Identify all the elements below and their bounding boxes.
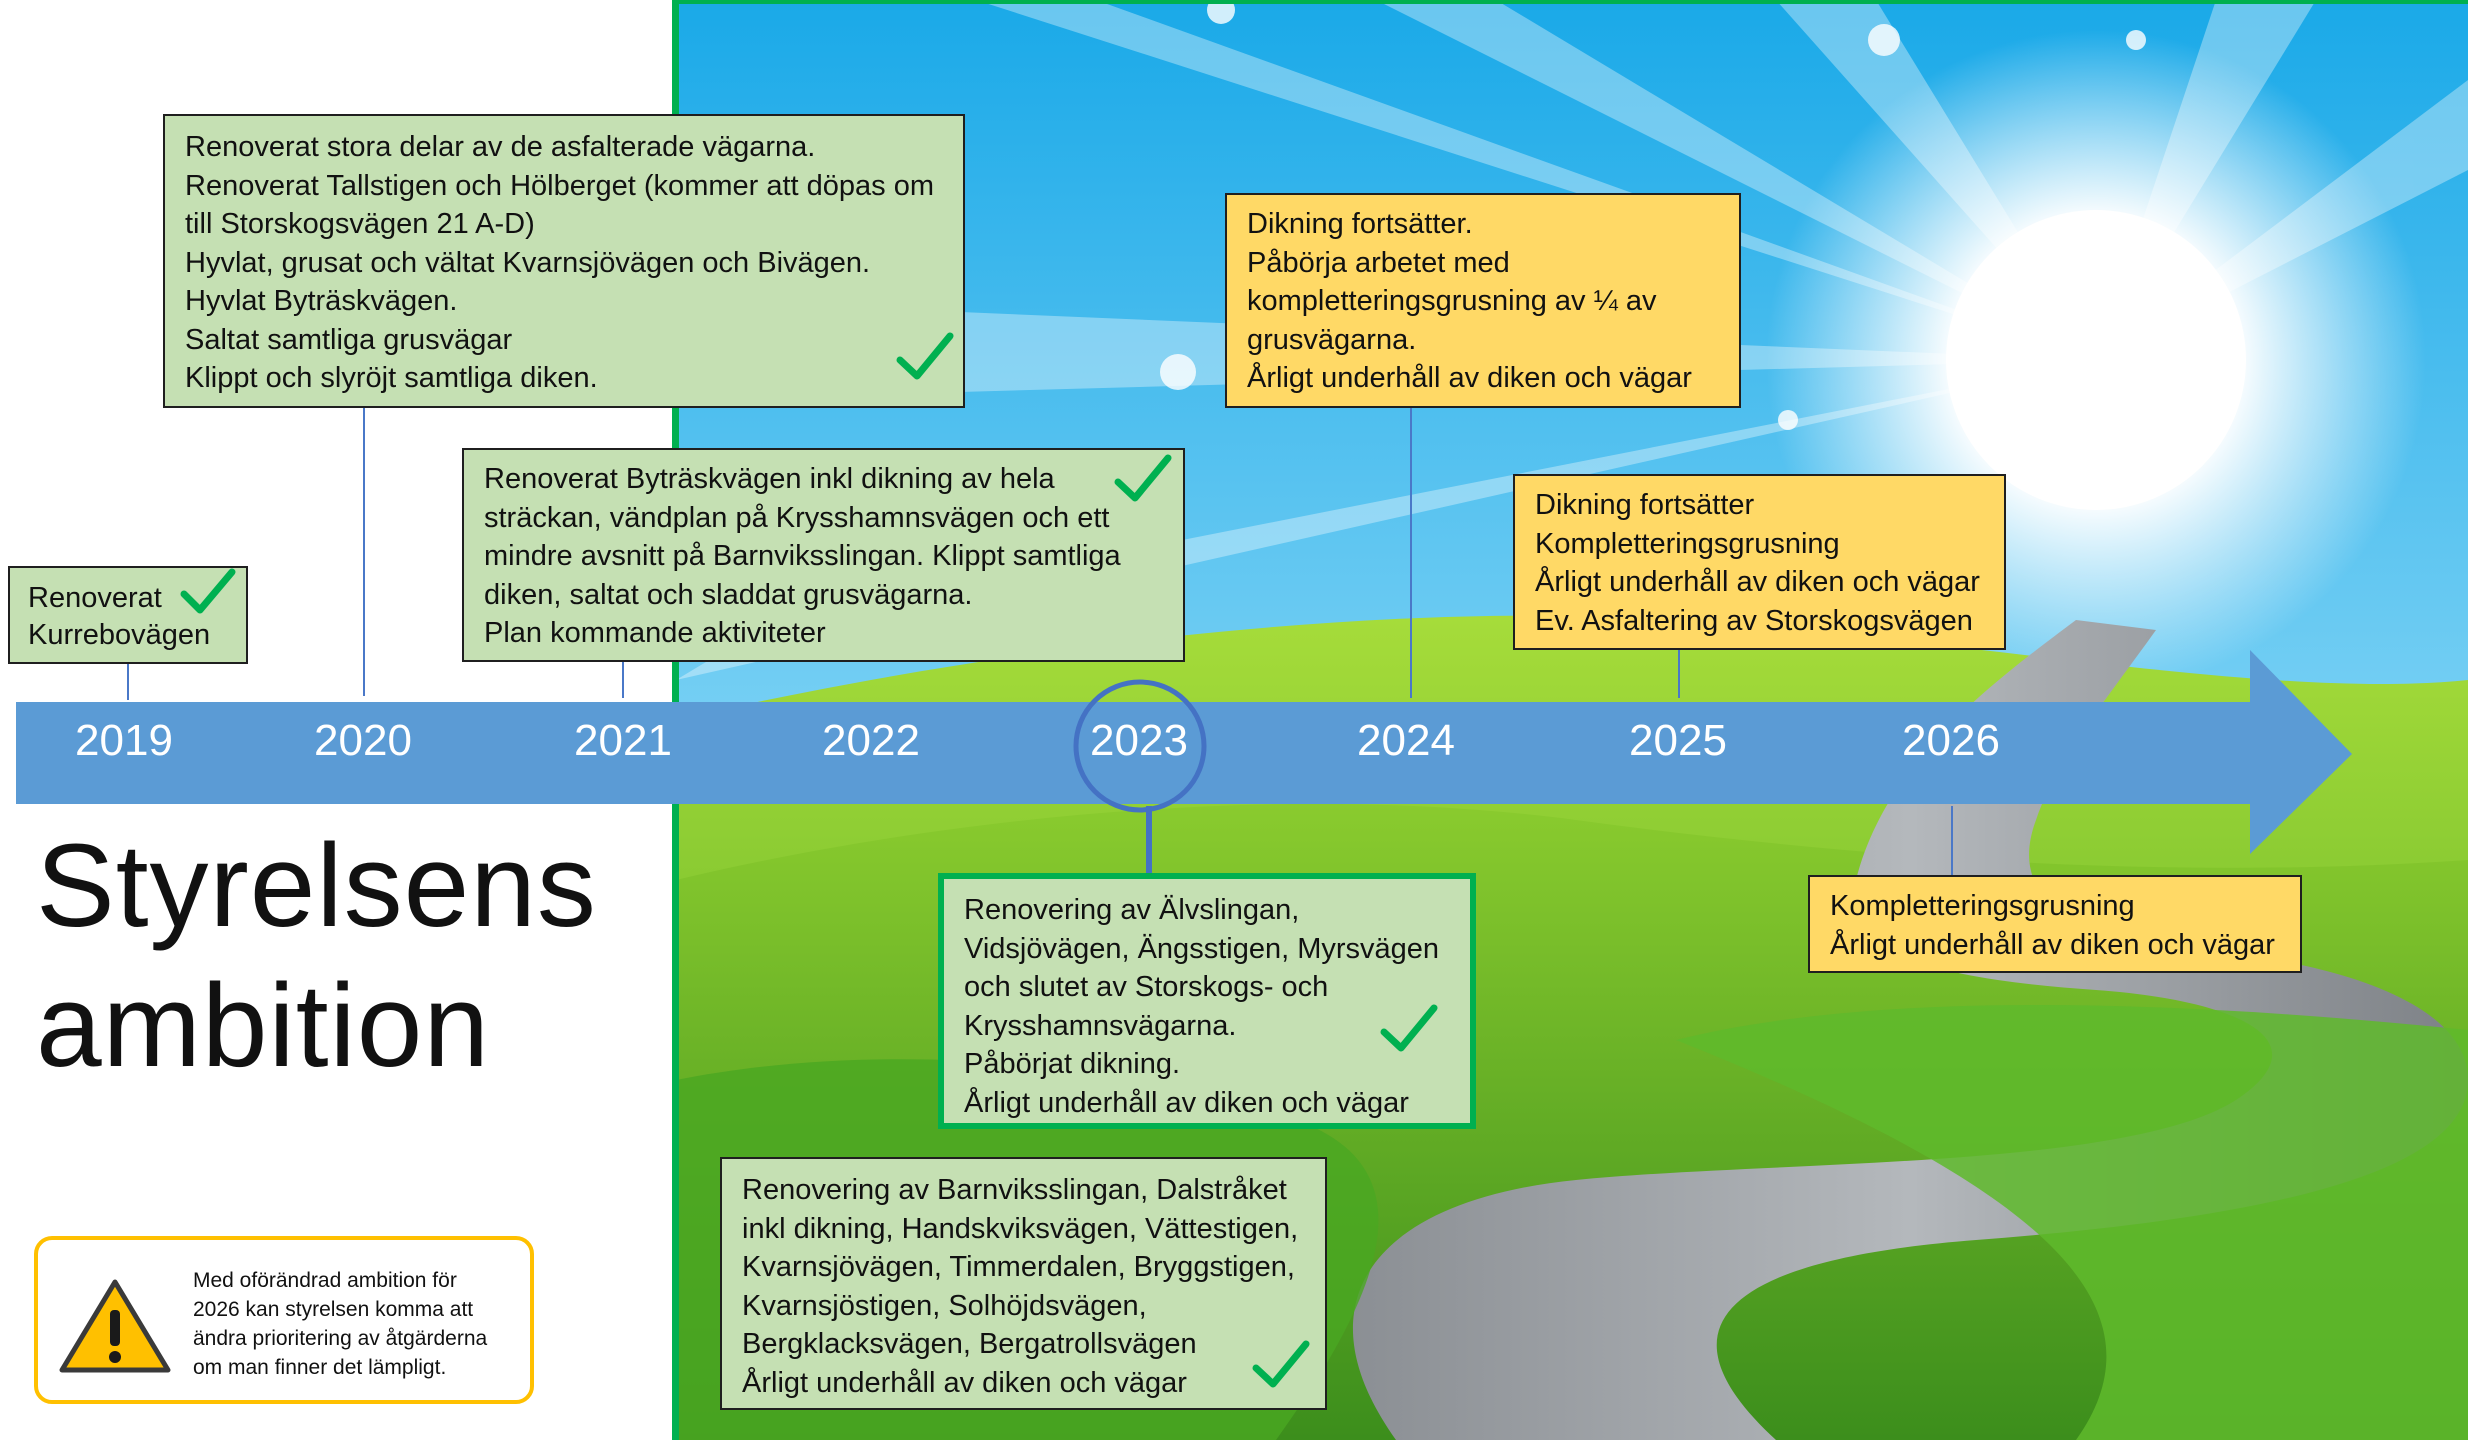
- box-2021-line: diken, saltat och sladdat grusvägarna.: [484, 578, 973, 611]
- note-text: Med oförändrad ambition för 2026 kan sty…: [193, 1266, 487, 1382]
- note-line: ändra prioritering av åtgärderna: [193, 1327, 488, 1350]
- connector-2019: [127, 664, 129, 700]
- year-2022: 2022: [822, 716, 920, 765]
- box-2020-line: Renoverat stora delar av de asfalterade …: [185, 131, 816, 163]
- connector-2023: [1146, 806, 1152, 876]
- box-2025-line: Dikning fortsätter: [1535, 489, 1755, 521]
- box-2023: Renovering av Älvslingan, Vidsjövägen, Ä…: [938, 873, 1476, 1129]
- box-2023-line: och slutet av Storskogs- och: [964, 971, 1329, 1003]
- box-2024-line: grusvägarna.: [1247, 323, 1417, 356]
- connector-2024: [1410, 408, 1412, 698]
- check-icon: [1252, 1340, 1310, 1388]
- box-2022-line: Årligt underhåll av diken och vägar: [742, 1366, 1187, 1399]
- box-2020-line: Hyvlat, grusat och vältat Kvarnsjövägen …: [185, 246, 871, 279]
- box-2025-line: Kompletteringsgrusning: [1535, 527, 1840, 560]
- check-icon: [896, 332, 954, 380]
- box-2021-line: Plan kommande aktiviteter: [484, 617, 826, 649]
- highlight-circle-2023: [1073, 679, 1207, 813]
- connector-2020: [363, 408, 365, 696]
- box-2022: Renovering av Barnviksslingan, Dalstråke…: [720, 1157, 1327, 1410]
- note-line: Med oförändrad ambition för: [193, 1269, 457, 1292]
- note-line: om man finner det lämpligt.: [193, 1356, 447, 1379]
- frame-top-border: [672, 0, 2468, 4]
- connector-2026: [1951, 806, 1953, 876]
- box-2020-line: Klippt och slyröjt samtliga diken.: [185, 362, 598, 394]
- box-2022-line: Bergklacksvägen, Bergatrollsvägen: [742, 1328, 1197, 1360]
- year-2019: 2019: [75, 716, 173, 765]
- box-2024-line: Dikning fortsätter.: [1247, 208, 1473, 240]
- box-2022-line: inkl dikning, Handskviksvägen, Vättestig…: [742, 1212, 1299, 1245]
- box-2021: Renoverat Byträskvägen inkl dikning av h…: [462, 448, 1185, 662]
- box-2024: Dikning fortsätter. Påbörja arbetet med …: [1225, 193, 1741, 408]
- box-2020-line: Saltat samtliga grusvägar: [185, 323, 513, 356]
- check-icon: [180, 568, 236, 614]
- box-2022-line: Kvarnsjöstigen, Solhöjdsvägen,: [742, 1289, 1147, 1322]
- check-icon: [1114, 454, 1172, 502]
- box-2021-line: mindre avsnitt på Barnviksslingan. Klipp…: [484, 540, 1121, 572]
- box-2025-line: Årligt underhåll av diken och vägar: [1535, 566, 1980, 598]
- box-2023-line: Vidsjövägen, Ängsstigen, Myrsvägen: [964, 932, 1440, 965]
- box-2026: Kompletteringsgrusning Årligt underhåll …: [1808, 875, 2302, 973]
- year-2023: 2023: [1090, 716, 1188, 765]
- connector-2021: [622, 662, 624, 698]
- box-2020: Renoverat stora delar av de asfalterade …: [163, 114, 965, 408]
- box-2024-line: Årligt underhåll av diken och vägar: [1247, 362, 1692, 394]
- box-2019: Renoverat Kurrebovägen: [8, 566, 248, 664]
- year-2025: 2025: [1629, 716, 1727, 765]
- box-2026-line: Årligt underhåll av diken och vägar: [1830, 928, 2275, 961]
- box-2022-line: Renovering av Barnviksslingan, Dalstråke…: [742, 1174, 1287, 1206]
- box-2023-line: Påbörjat dikning.: [964, 1048, 1181, 1080]
- box-2025-line: Ev. Asfaltering av Storskogsvägen: [1535, 604, 1973, 637]
- warning-icon: [59, 1279, 171, 1373]
- box-2019-line: Renoverat: [28, 582, 162, 614]
- year-2020: 2020: [314, 716, 412, 765]
- box-2020-line: Renoverat Tallstigen och Hölberget (komm…: [185, 169, 935, 202]
- year-2026: 2026: [1902, 716, 2000, 765]
- connector-2025: [1678, 650, 1680, 698]
- box-2023-line: Årligt underhåll av diken och vägar: [964, 1086, 1409, 1119]
- year-2024: 2024: [1357, 716, 1455, 765]
- box-2020-line: Hyvlat Byträskvägen.: [185, 285, 458, 317]
- box-2025: Dikning fortsätter Kompletteringsgrusnin…: [1513, 474, 2006, 650]
- page-title-line1: Styrelsens: [36, 820, 597, 952]
- box-2024-line: Påbörja arbetet med: [1247, 246, 1510, 279]
- note-box: Med oförändrad ambition för 2026 kan sty…: [34, 1236, 534, 1404]
- box-2020-line: till Storskogsvägen 21 A-D): [185, 208, 535, 240]
- box-2023-line: Renovering av Älvslingan,: [964, 894, 1300, 926]
- box-2023-line: Krysshamnsvägarna.: [964, 1009, 1237, 1042]
- box-2021-line: sträckan, vändplan på Krysshamnsvägen oc…: [484, 501, 1110, 534]
- check-icon: [1380, 1004, 1438, 1052]
- box-2024-line: kompletteringsgrusning av ¼ av: [1247, 285, 1657, 317]
- year-2021: 2021: [574, 716, 672, 765]
- box-2026-line: Kompletteringsgrusning: [1830, 890, 2135, 922]
- box-2021-line: Renoverat Byträskvägen inkl dikning av h…: [484, 463, 1055, 495]
- box-2022-line: Kvarnsjövägen, Timmerdalen, Bryggstigen,: [742, 1251, 1295, 1283]
- note-line: 2026 kan styrelsen komma att: [193, 1298, 474, 1321]
- box-2019-line: Kurrebovägen: [28, 619, 211, 651]
- timeline-arrow: [16, 650, 2352, 854]
- page-title-line2: ambition: [36, 960, 491, 1092]
